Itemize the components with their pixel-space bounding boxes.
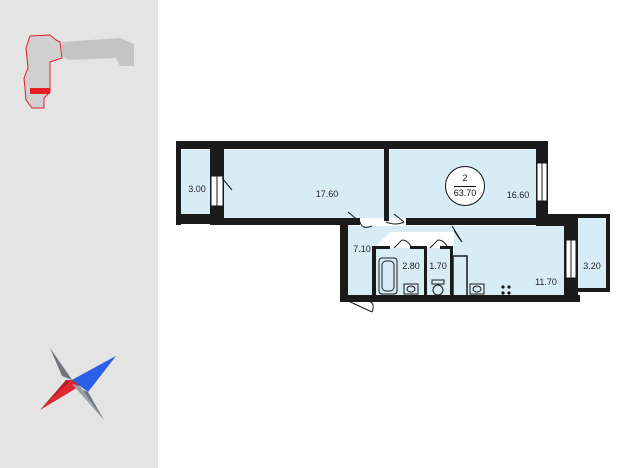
sink-icon <box>403 283 485 295</box>
room-balcony-right <box>578 218 606 288</box>
windows <box>210 162 577 279</box>
area-label-balcony-right: 3.20 <box>583 261 601 271</box>
toilet-icon <box>431 279 445 296</box>
compass-icon <box>40 348 116 420</box>
area-label-kitchen: 11.70 <box>535 277 557 287</box>
area-label-balcony-left: 3.00 <box>188 184 206 194</box>
building-location-icon <box>23 34 134 109</box>
room-bathroom <box>376 248 424 296</box>
area-label-living-room: 16.60 <box>506 190 530 200</box>
room-bedroom <box>224 150 384 218</box>
rooms-count: 2 <box>462 173 468 183</box>
location-sidebar <box>0 0 158 468</box>
badge-divider <box>454 186 476 187</box>
bathtub-icon <box>378 257 398 295</box>
apartment-badge: 2 63.70 <box>445 166 485 206</box>
total-area: 63.70 <box>453 188 477 198</box>
area-label-toilet: 1.70 <box>429 261 447 271</box>
stove-icon <box>501 285 511 295</box>
area-label-bedroom: 17.60 <box>315 189 339 199</box>
sidebar-graphics <box>23 34 134 420</box>
room-balcony-left <box>180 150 212 214</box>
area-label-bathroom: 2.80 <box>402 261 420 271</box>
area-label-hallway: 7.10 <box>353 244 371 254</box>
room-toilet <box>426 248 450 296</box>
doors <box>221 177 463 313</box>
